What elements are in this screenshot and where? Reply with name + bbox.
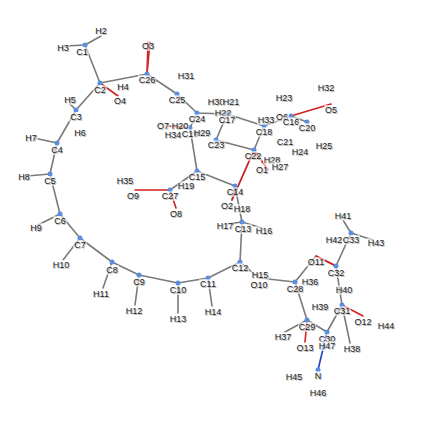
atom-label: N: [314, 371, 323, 381]
atom-label: H31: [177, 71, 196, 81]
atom-label: C6: [53, 216, 67, 226]
atom-label: H3: [56, 43, 70, 53]
atom-label: H27: [271, 162, 290, 172]
atom-label: O12: [353, 317, 372, 327]
atom-label: C9: [132, 277, 146, 287]
atom-label: C2: [93, 85, 107, 95]
atom-label: C24: [188, 114, 207, 124]
atom-label: H38: [343, 344, 362, 354]
atom-label: H6: [73, 128, 87, 138]
atom-label: C31: [333, 306, 352, 316]
atom-label: O11: [307, 257, 325, 267]
atom-label: H25: [315, 141, 334, 151]
atom-label: H7: [24, 133, 38, 143]
atom-label: H10: [52, 260, 71, 270]
atom-label: C20: [298, 123, 317, 133]
atom-label: H21: [222, 97, 241, 107]
atom-label: C1: [75, 47, 89, 57]
atom-label: C13: [234, 224, 253, 234]
atom-label: H14: [204, 307, 223, 317]
atom-label: H45: [285, 372, 304, 382]
atom-label: H2: [94, 26, 108, 36]
atom-label: C10: [169, 285, 188, 295]
atom-label: H16: [255, 226, 274, 236]
atom-label: C22: [244, 151, 263, 161]
atom-label: H29: [193, 128, 212, 138]
atom-label: H12: [125, 306, 144, 316]
atom-label: H4: [116, 82, 130, 92]
atom-label: C18: [255, 127, 274, 137]
atom-label: C32: [327, 268, 346, 278]
atom-label: H35: [116, 176, 135, 186]
atom-label: H8: [17, 172, 31, 182]
atom-label: C27: [161, 191, 180, 201]
atom-label: H43: [367, 238, 386, 248]
atom-label: O4: [113, 96, 127, 106]
atom-label: C7: [73, 240, 87, 250]
atom-label: C23: [207, 140, 226, 150]
atom-label: H18: [233, 204, 252, 214]
atom-label: C17: [218, 115, 237, 125]
atom-label: O13: [295, 343, 314, 353]
atom-label: H23: [275, 93, 294, 103]
atom-label: H40: [335, 285, 354, 295]
atom-label: C14: [226, 187, 245, 197]
atom-label: C28: [286, 284, 305, 294]
atom-label: H9: [29, 223, 43, 233]
atom-label: O10: [249, 280, 268, 290]
atom-label: H33: [257, 115, 276, 125]
atom-label: H42: [325, 235, 344, 245]
atom-label: C26: [138, 75, 157, 85]
atom-label: C4: [50, 145, 64, 155]
atom-label: C8: [105, 265, 119, 275]
atom-label: H41: [334, 211, 353, 221]
atom-label: H47: [318, 341, 337, 351]
atom-label: O9: [126, 191, 140, 201]
atom-label: H24: [291, 147, 310, 157]
atom-label: H44: [377, 321, 396, 331]
atom-label: C12: [231, 263, 250, 273]
atom-label: H13: [169, 314, 188, 324]
atom-label: H11: [92, 289, 110, 299]
atom-label: H37: [274, 332, 293, 342]
atom-label: H15: [251, 270, 270, 280]
atom-label: C25: [168, 95, 187, 105]
atom-label: C11: [199, 279, 217, 289]
atom-label: C29: [298, 322, 317, 332]
atom-label: O8: [169, 209, 183, 219]
atom-label: O5: [324, 105, 338, 115]
atom-label: H34: [164, 130, 183, 140]
atom-label: H46: [309, 388, 328, 398]
atom-label: O1: [255, 165, 269, 175]
atom-label: H5: [63, 95, 77, 105]
atom-label: H39: [311, 302, 330, 312]
atom-label: C21: [276, 137, 295, 147]
atom-label: H17: [216, 221, 235, 231]
atom-label: C5: [43, 176, 57, 186]
atom-label: O3: [141, 41, 155, 51]
atom-label: C33: [342, 235, 361, 245]
atom-label: H19: [177, 181, 196, 191]
atom-label: H32: [317, 83, 336, 93]
atom-label: C3: [69, 112, 83, 122]
